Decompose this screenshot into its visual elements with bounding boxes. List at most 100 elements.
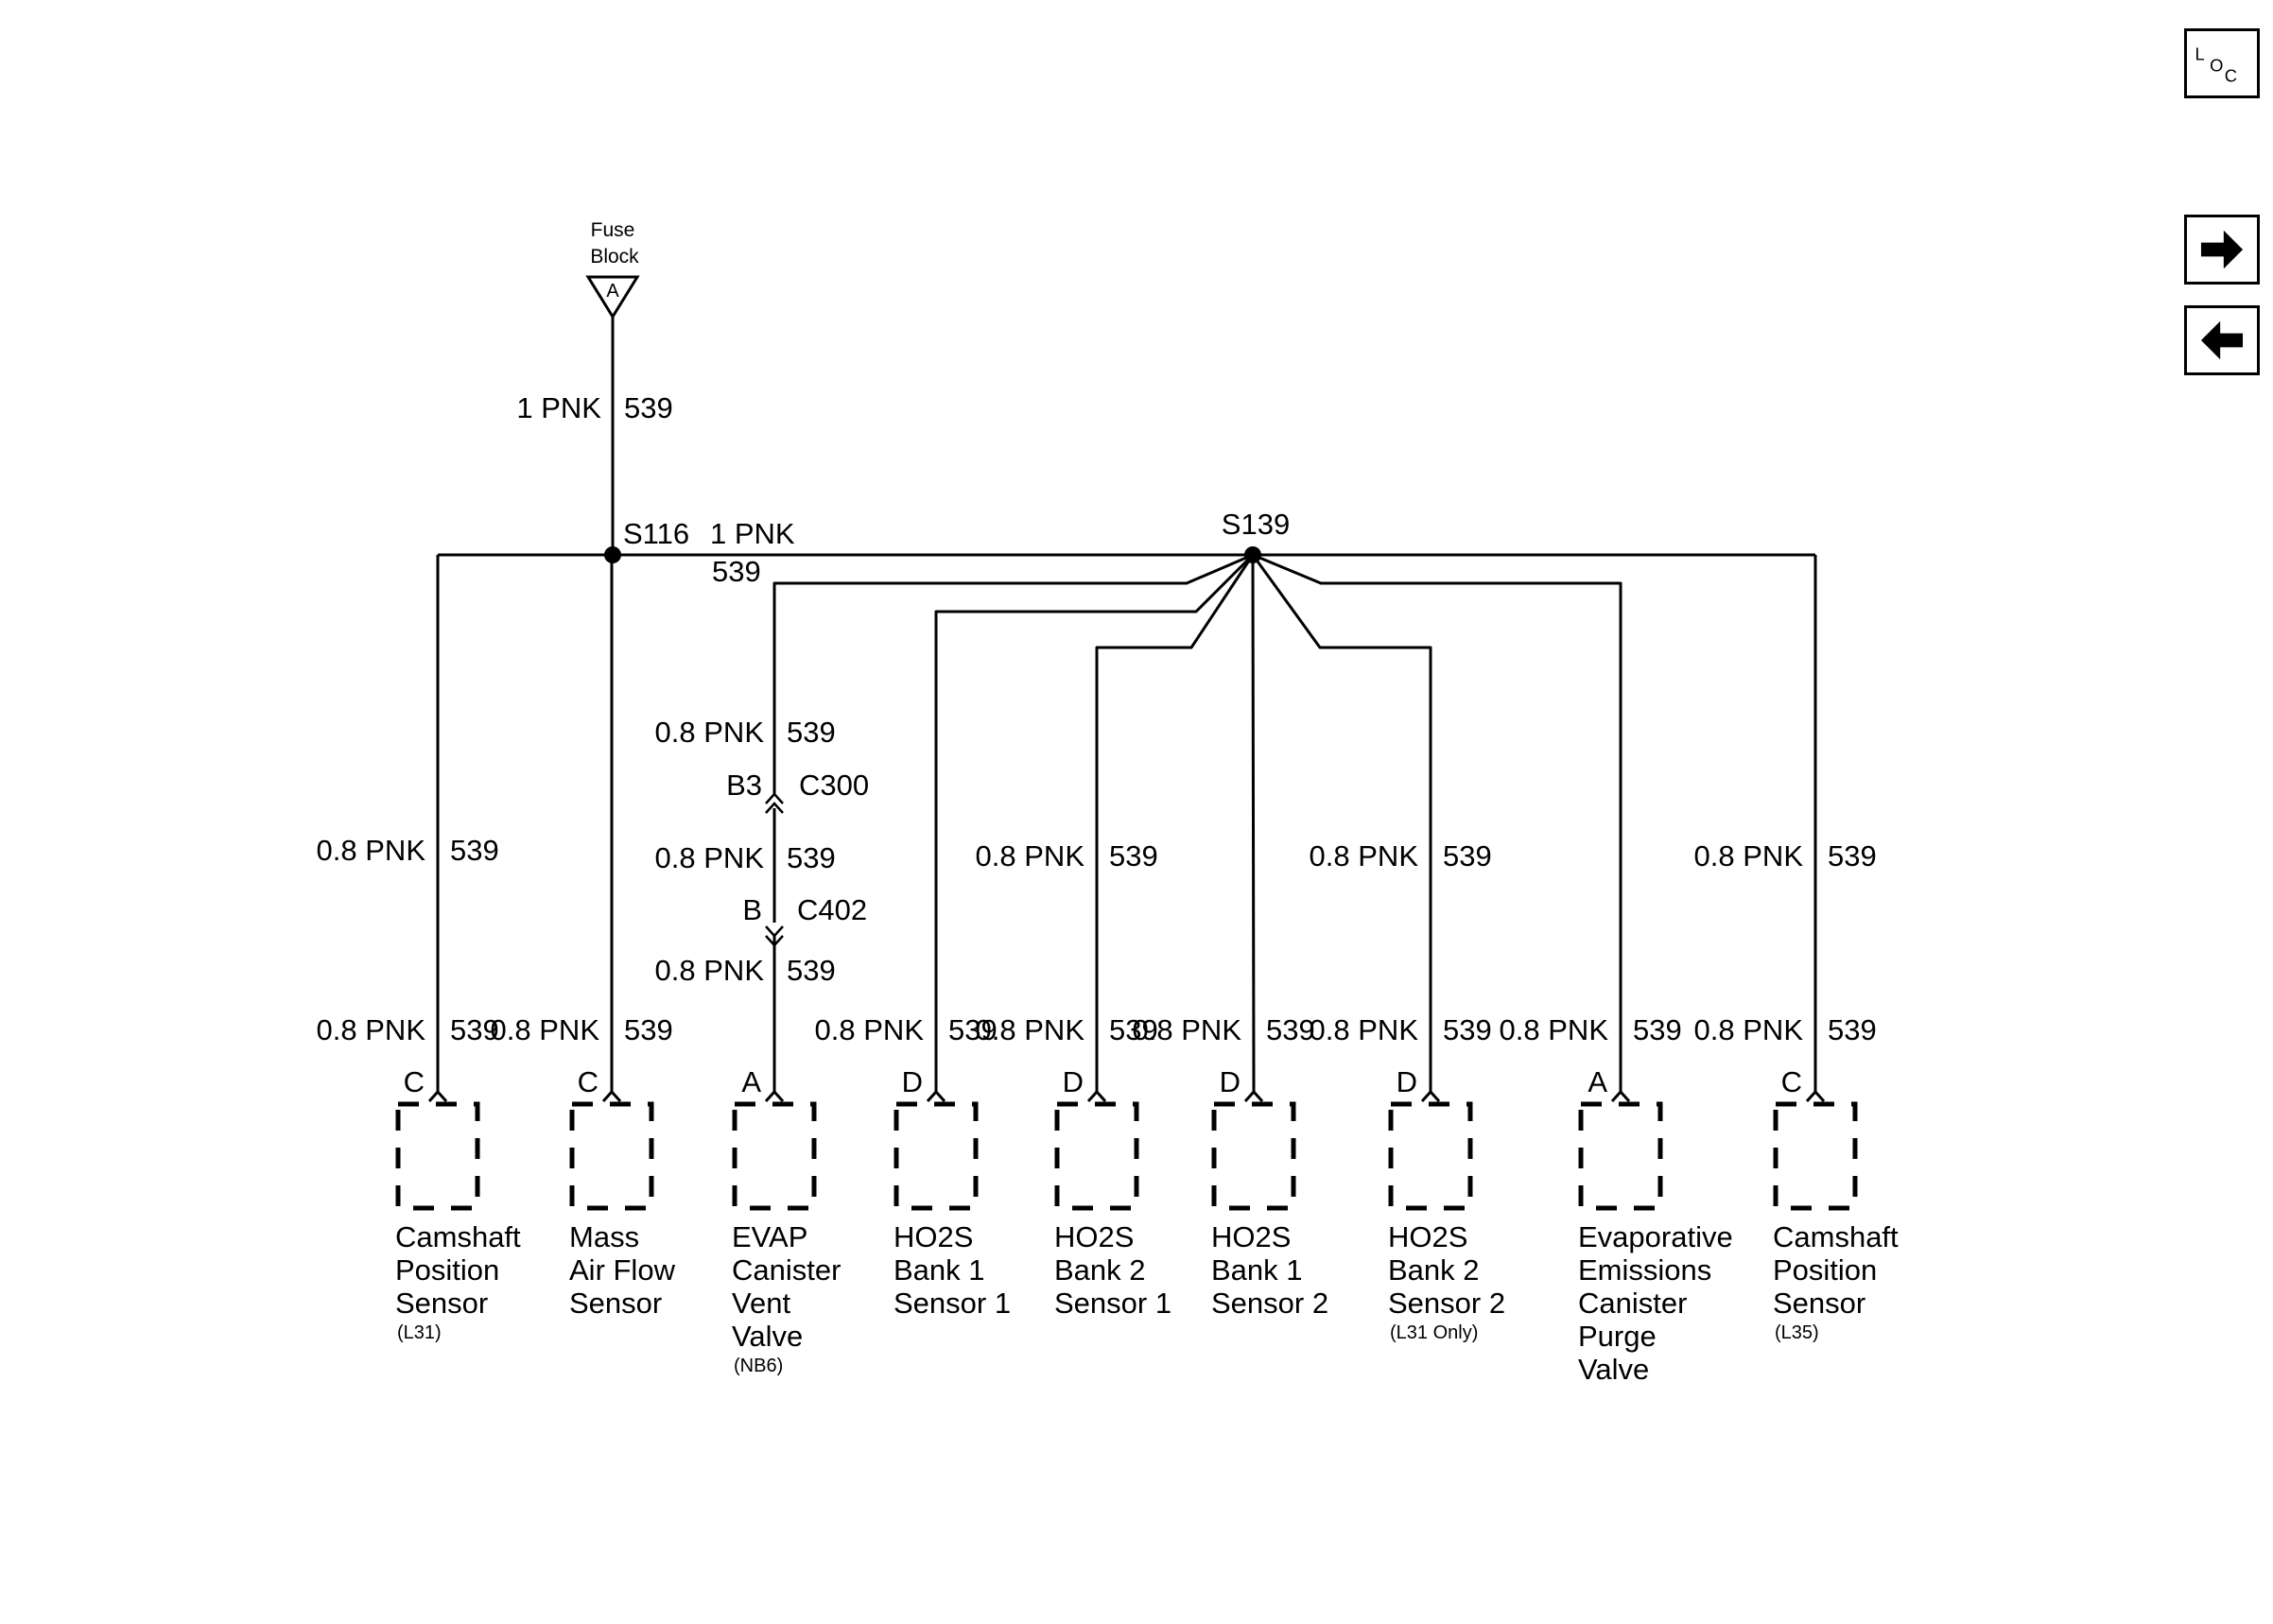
component-name-line: Air Flow — [569, 1253, 676, 1287]
splice-s116-dot — [604, 546, 621, 563]
component-pin-letter: A — [1588, 1065, 1607, 1098]
connector-c300-id: C300 — [799, 769, 869, 802]
component-dashed-box — [1211, 1101, 1296, 1211]
component-name-line: HO2S — [1211, 1220, 1291, 1253]
connector-c402-pin: B — [742, 893, 762, 926]
component-wire-gauge-color: 0.8 PNK — [1500, 1013, 1609, 1046]
branch-wire-circuit: 539 — [1443, 839, 1492, 872]
component-name-line: Valve — [1578, 1353, 1649, 1386]
next-page-button[interactable] — [2184, 215, 2260, 285]
evap-vent-wire-circuit: 539 — [787, 841, 836, 874]
component-option-note: (L31) — [397, 1322, 442, 1343]
component-name-line: Sensor — [395, 1287, 488, 1320]
component-option-note: (L35) — [1775, 1322, 1819, 1343]
feed-wire-circuit: 539 — [624, 391, 673, 424]
fan-ho2s-b2s2 — [1251, 554, 1432, 1087]
component-name-line: Canister — [732, 1253, 841, 1287]
feed-wire-gauge-color: 1 PNK — [516, 391, 601, 424]
component-name-line: Vent — [732, 1287, 790, 1320]
component-name-line: Camshaft — [1773, 1220, 1899, 1253]
evap-vent-wire-circuit: 539 — [787, 716, 836, 749]
evap-vent-wire-gauge-color: 0.8 PNK — [655, 954, 765, 987]
component-pin-letter: A — [741, 1065, 761, 1098]
previous-page-button[interactable] — [2184, 305, 2260, 375]
splice-s116-wire-gauge-color: 1 PNK — [710, 517, 795, 550]
component-terminal-symbol — [601, 1087, 622, 1103]
component-name-line: Bank 2 — [1054, 1253, 1146, 1287]
branch-wire-gauge-color: 0.8 PNK — [317, 834, 426, 867]
connector-c402-id: C402 — [797, 893, 867, 926]
loc-letter-o: O — [2210, 55, 2223, 75]
component-wire-circuit: 539 — [1633, 1013, 1682, 1046]
fan-ho2s-b1s2 — [1251, 554, 1256, 1088]
component-name-line: Evaporative — [1578, 1220, 1733, 1253]
component-option-note: (NB6) — [734, 1356, 783, 1376]
component-name-line: Camshaft — [395, 1220, 521, 1253]
component-wire-gauge-color: 0.8 PNK — [317, 1013, 426, 1046]
component-pin-letter: C — [578, 1065, 599, 1098]
component-name-line: Sensor — [569, 1287, 662, 1320]
component-pin-letter: D — [1063, 1065, 1084, 1098]
component-terminal-symbol — [1086, 1087, 1107, 1103]
component-name-line: Bank 1 — [1211, 1253, 1303, 1287]
fan-ho2s-b1s1 — [934, 553, 1255, 1087]
component-wire-gauge-color: 0.8 PNK — [1694, 1013, 1804, 1046]
component-terminal-symbol — [1610, 1087, 1631, 1103]
component-wire-gauge-color: 0.8 PNK — [491, 1013, 600, 1046]
component-name-line: Position — [1773, 1253, 1877, 1287]
component-terminal-symbol — [1243, 1087, 1264, 1103]
component-option-note: (L31 Only) — [1390, 1322, 1478, 1343]
fuse-block-label-line1: Fuse — [591, 219, 635, 241]
component-name-line: Emissions — [1578, 1253, 1711, 1287]
component-wire-circuit: 539 — [1443, 1013, 1492, 1046]
fan-evap-purge — [1252, 553, 1622, 1087]
component-wire-gauge-color: 0.8 PNK — [1310, 1013, 1419, 1046]
symbols — [395, 275, 1858, 1211]
branch-wire-circuit: 539 — [1109, 839, 1158, 872]
component-wire-circuit: 539 — [1828, 1013, 1877, 1046]
fuse-block-terminal-letter: A — [606, 281, 619, 302]
loc-button[interactable]: L O C — [2184, 28, 2260, 98]
splice-s116-wire-circuit: 539 — [712, 555, 761, 588]
component-terminal-symbol — [926, 1087, 946, 1103]
fan-evap-vent — [772, 553, 1254, 796]
loc-letter-l: L — [2195, 43, 2205, 63]
component-dashed-box — [1578, 1101, 1663, 1211]
component-name-line: HO2S — [1388, 1220, 1467, 1253]
component-wire-gauge-color: 0.8 PNK — [976, 1013, 1085, 1046]
splice-s139-dot — [1244, 546, 1261, 563]
component-pin-letter: C — [404, 1065, 425, 1098]
component-wire-circuit: 539 — [624, 1013, 673, 1046]
component-wire-circuit: 539 — [1109, 1013, 1158, 1046]
branch-wire-gauge-color: 0.8 PNK — [1310, 839, 1419, 872]
component-wire-circuit: 539 — [1266, 1013, 1315, 1046]
arrow-left-icon — [2200, 320, 2244, 360]
branch-wire-circuit: 539 — [450, 834, 499, 867]
component-pin-letter: D — [1220, 1065, 1241, 1098]
wires — [436, 317, 1817, 1088]
component-name-line: HO2S — [894, 1220, 973, 1253]
arrow-right-icon — [2200, 230, 2244, 269]
evap-vent-wire-gauge-color: 0.8 PNK — [655, 841, 765, 874]
evap-vent-wire-circuit: 539 — [787, 954, 836, 987]
component-name-line: Sensor 2 — [1211, 1287, 1328, 1320]
component-name-line: Valve — [732, 1320, 803, 1353]
component-pin-letter: D — [902, 1065, 923, 1098]
component-name-line: Sensor 1 — [1054, 1287, 1171, 1320]
component-name-line: Sensor 1 — [894, 1287, 1011, 1320]
component-name-line: Position — [395, 1253, 499, 1287]
fan-ho2s-b2s1 — [1095, 554, 1255, 1087]
loc-letter-c: C — [2225, 65, 2237, 85]
branch-wire-circuit: 539 — [1828, 839, 1877, 872]
component-dashed-box — [894, 1101, 979, 1211]
loc-icon: L O C — [2195, 43, 2238, 85]
component-dashed-box — [395, 1101, 480, 1211]
component-name-line: Bank 2 — [1388, 1253, 1480, 1287]
component-name-line: Canister — [1578, 1287, 1687, 1320]
branch-wire-gauge-color: 0.8 PNK — [1694, 839, 1804, 872]
component-dashed-box — [1773, 1101, 1858, 1211]
component-name-line: Sensor — [1773, 1287, 1865, 1320]
component-name-line: HO2S — [1054, 1220, 1134, 1253]
component-pin-letter: C — [1781, 1065, 1802, 1098]
